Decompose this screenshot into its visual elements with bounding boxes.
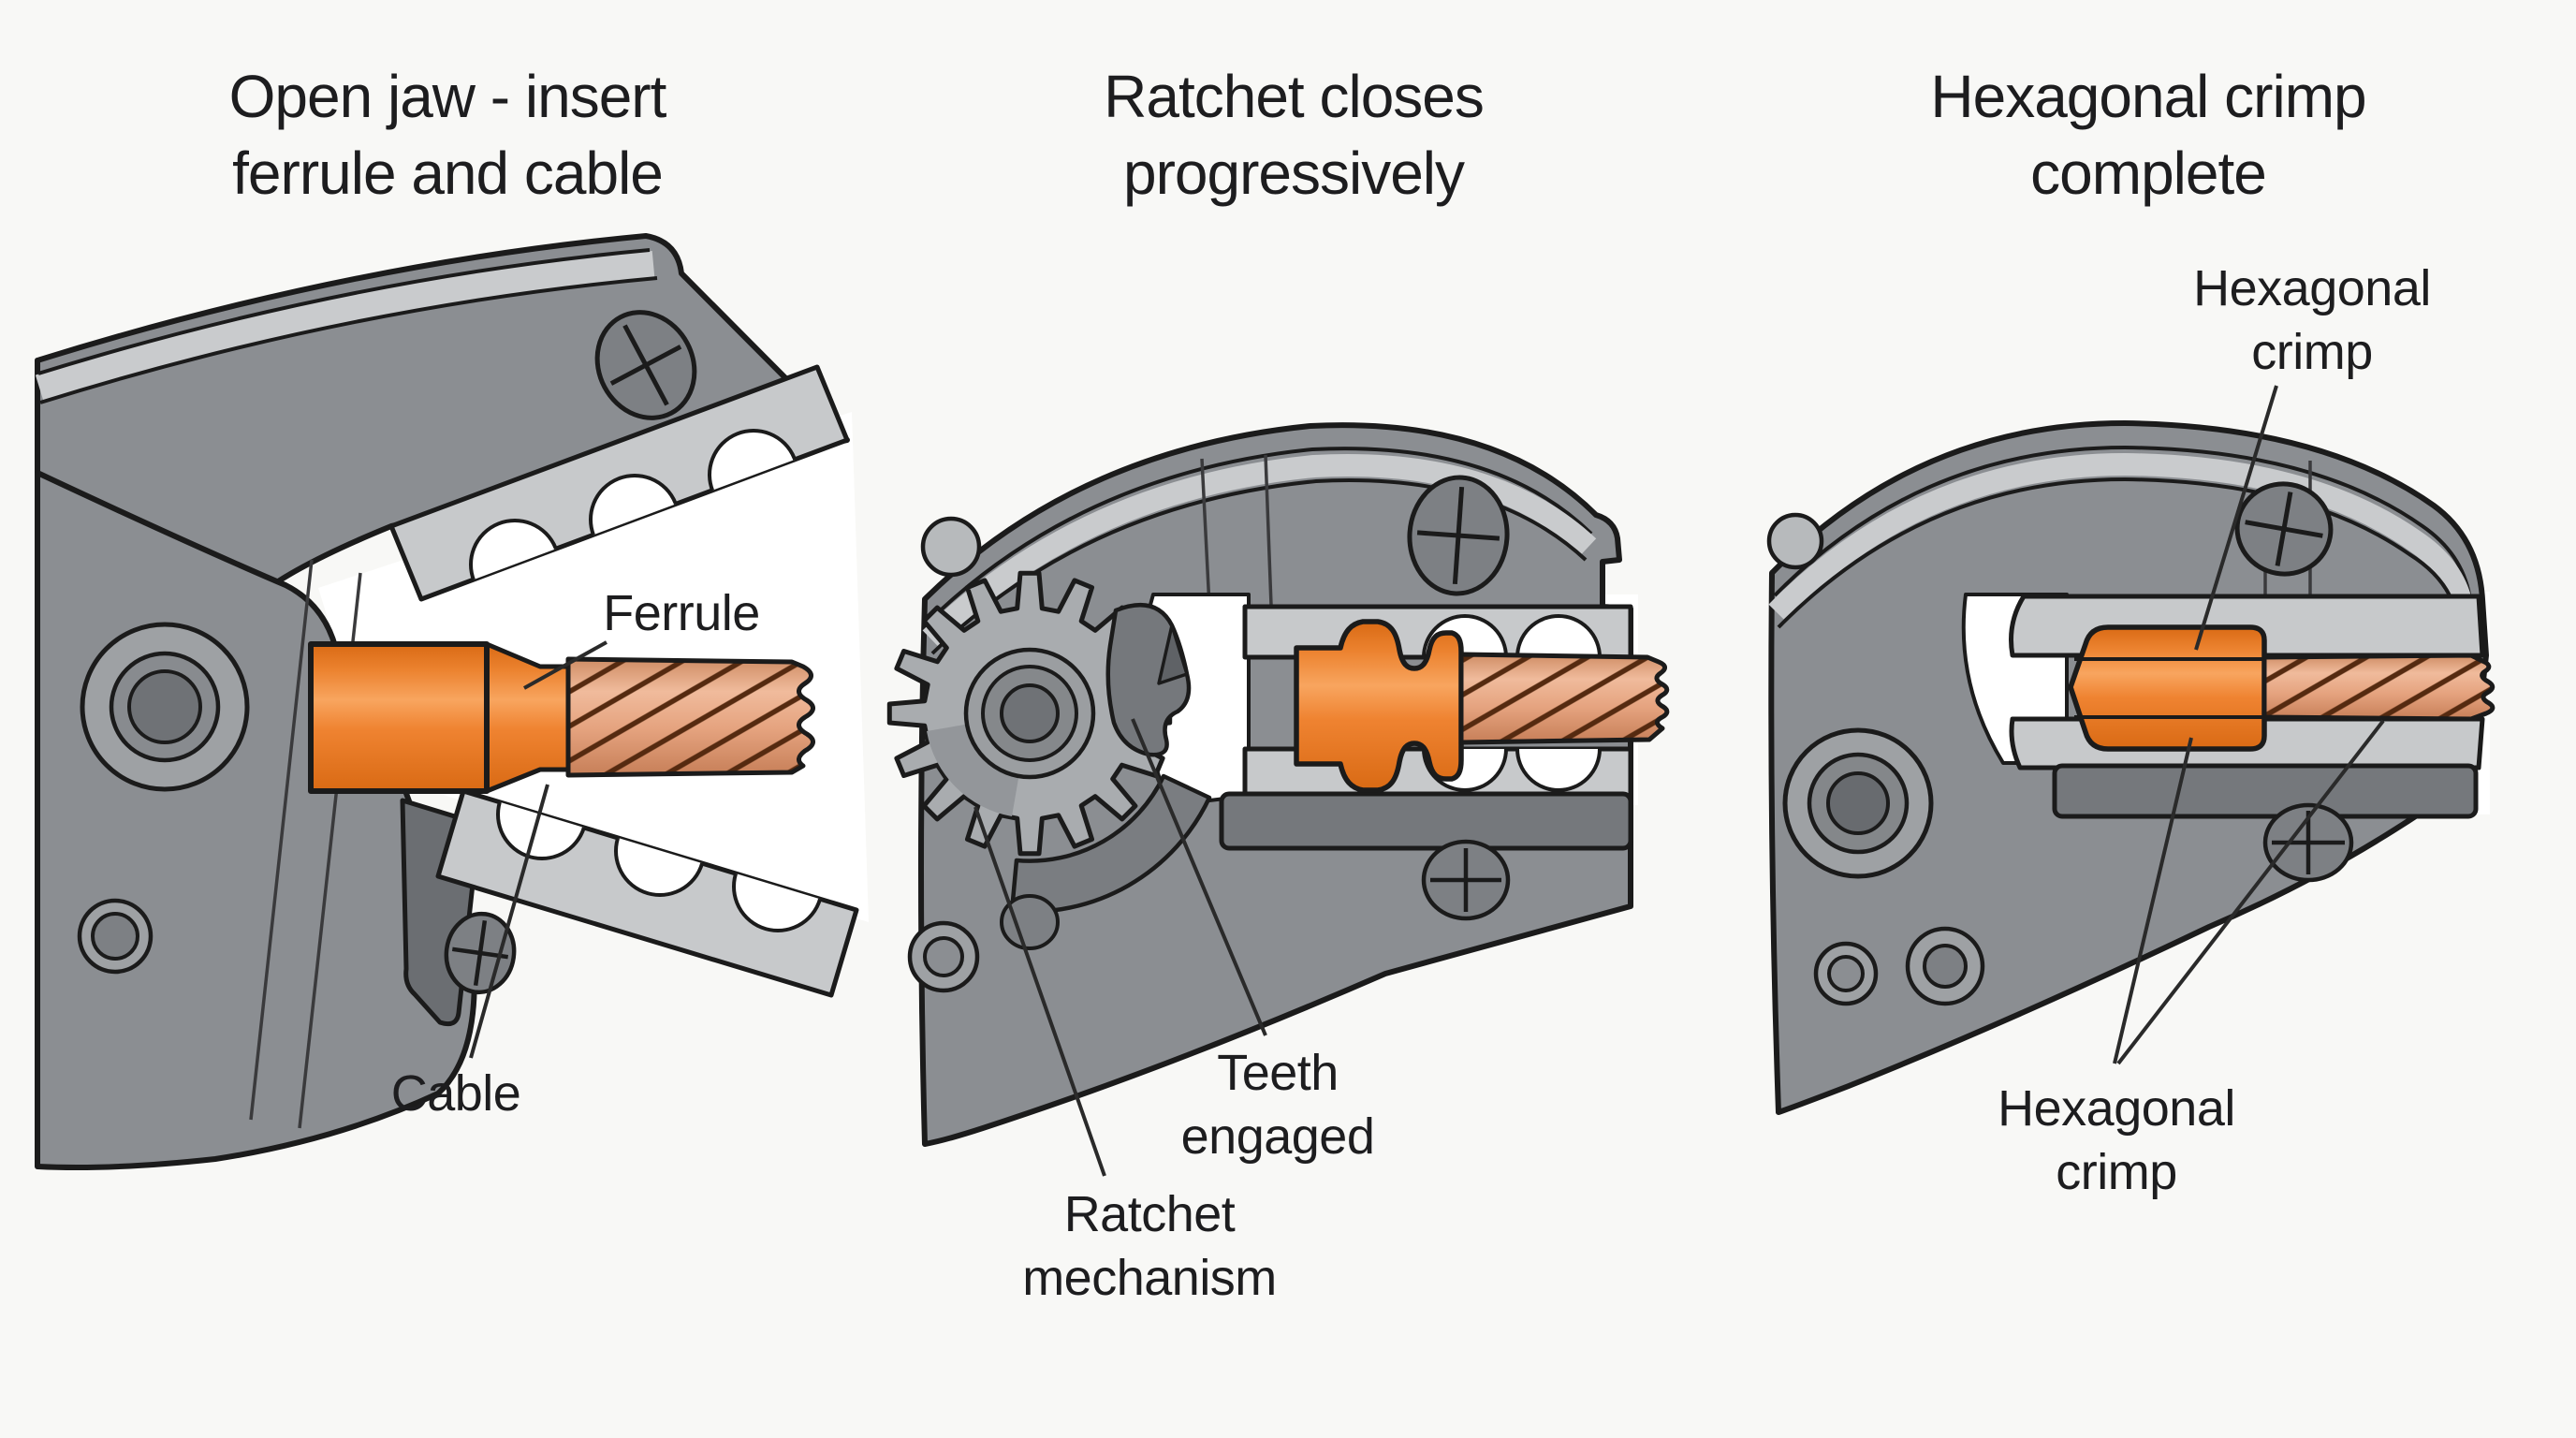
die-holder-band	[2052, 763, 2479, 819]
label-ferrule: Ferrule	[603, 585, 760, 641]
body-crease	[249, 559, 314, 1121]
phillips-screw	[2262, 802, 2354, 883]
die-notch	[1515, 749, 1602, 792]
crimp-top-leader-line	[2194, 385, 2278, 651]
rivet-center	[923, 936, 964, 977]
lamination-line-1	[927, 447, 1593, 624]
lamination-line-1	[1773, 446, 2473, 609]
panel-title-ratchet: Ratchet closes progressively	[1104, 63, 1485, 207]
crimp-bottom-leader-line-2	[2116, 719, 2385, 1065]
cable-strands	[565, 656, 815, 778]
pivot-center	[1826, 771, 1890, 835]
teeth-leader-line	[1131, 718, 1267, 1036]
lamination-line-2	[39, 276, 658, 404]
pawl-tooth	[1157, 624, 1189, 685]
lamination-band	[35, 251, 655, 401]
label-hex-crimp-top: Hexagonal crimp	[2193, 260, 2431, 380]
gear-hub-center	[1000, 683, 1060, 743]
label-cable: Cable	[390, 1065, 521, 1122]
cable-strands	[1458, 652, 1670, 745]
body-crease	[1200, 458, 1211, 608]
lamination-line-2	[1777, 477, 2460, 629]
ferrule-leader-line	[523, 640, 607, 690]
die-notch	[1515, 614, 1602, 657]
body-hole	[1766, 512, 1824, 570]
panel-open-jaw	[35, 233, 869, 1170]
phillips-screw	[594, 310, 697, 420]
lamination-line-1	[37, 248, 651, 375]
hexagonal-crimp	[2068, 624, 2267, 752]
ratchet-leader-line	[973, 806, 1106, 1177]
phillips-screw	[1407, 475, 1510, 596]
cable-strands	[2261, 653, 2496, 722]
panel-title-open-jaw: Open jaw - insert ferrule and cable	[228, 63, 667, 207]
label-teeth-engaged: Teeth engaged	[1180, 1045, 1375, 1165]
label-ratchet-mechanism: Ratchet mechanism	[1022, 1186, 1277, 1306]
die-holder-band	[1219, 791, 1633, 851]
label-hex-crimp-bottom: Hexagonal crimp	[1998, 1080, 2235, 1200]
lamination-band	[1768, 453, 2475, 621]
phillips-screw	[2234, 481, 2334, 577]
phillips-screw	[1421, 839, 1511, 921]
rivet-center	[1923, 944, 1968, 989]
panel-crimp-complete	[1766, 385, 2496, 1115]
panel-ratchet-closing	[886, 422, 1670, 1177]
rivet-center	[91, 912, 139, 961]
cable-leader-line	[469, 784, 549, 1059]
pivot-center	[127, 669, 202, 744]
lamination-band	[922, 454, 1597, 647]
pivot-pin	[1000, 894, 1060, 950]
body-hole	[920, 516, 982, 578]
crimp-bottom-leader-line-1	[2113, 737, 2193, 1064]
panel-title-crimp-complete: Hexagonal crimp complete	[1930, 63, 2366, 207]
rivet-center	[1827, 955, 1865, 992]
ferrule-crimping	[1294, 619, 1464, 793]
ferrule-body	[308, 641, 490, 794]
